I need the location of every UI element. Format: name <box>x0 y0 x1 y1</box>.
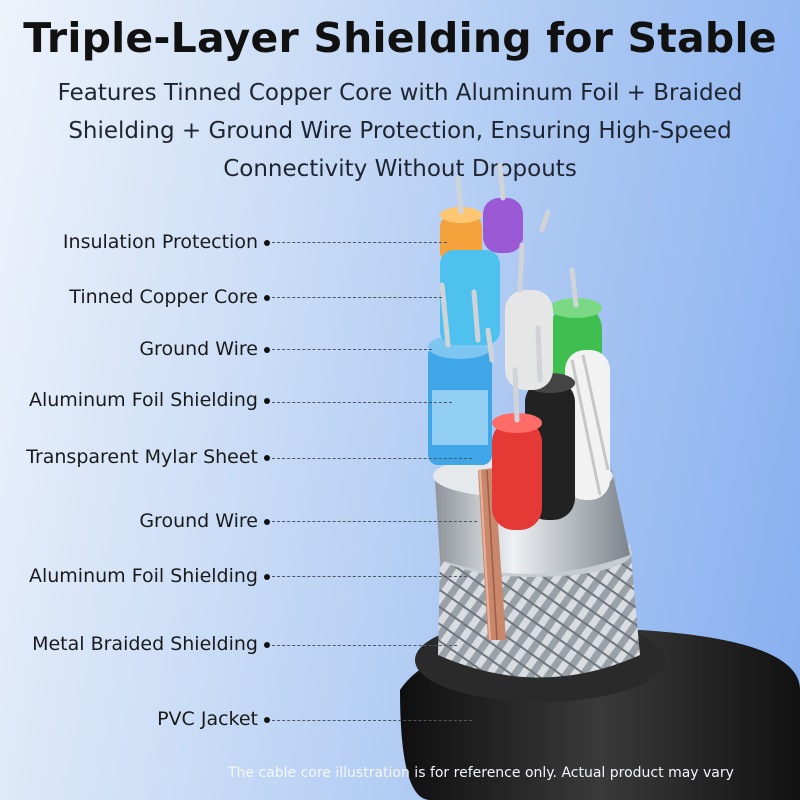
label-insulation-protection: Insulation Protection <box>0 231 270 253</box>
label-dot <box>264 641 270 648</box>
leader-pvc-jacket <box>272 720 472 721</box>
leader-insulation-protection <box>272 242 447 243</box>
page-title: Triple-Layer Shielding for Stable <box>23 14 777 62</box>
tinned-copper-cores <box>439 162 579 423</box>
wire-purple <box>483 198 523 253</box>
label-dot <box>264 397 270 404</box>
label-dot <box>264 294 270 301</box>
leader-transparent-mylar-sheet <box>272 458 472 459</box>
label-metal-braided-shielding: Metal Braided Shielding <box>0 633 270 655</box>
label-tinned-copper-core: Tinned Copper Core <box>0 286 270 308</box>
label-transparent-mylar-sheet: Transparent Mylar Sheet <box>0 446 270 468</box>
label-dot <box>264 346 270 353</box>
label-ground-wire-2: Ground Wire <box>0 510 270 532</box>
leader-aluminum-foil-shielding-2 <box>272 576 467 577</box>
leader-tinned-copper-core <box>272 297 442 298</box>
label-dot <box>264 454 270 461</box>
disclaimer-text: The cable core illustration is for refer… <box>228 765 734 781</box>
wire-blue-foil <box>428 335 492 465</box>
label-dot <box>264 573 270 580</box>
wire-white-1 <box>565 350 610 500</box>
wire-light-blue <box>440 250 500 345</box>
label-aluminum-foil-shielding-2: Aluminum Foil Shielding <box>0 565 270 587</box>
label-aluminum-foil-shielding-1: Aluminum Foil Shielding <box>0 389 270 411</box>
label-pvc-jacket: PVC Jacket <box>0 708 270 730</box>
leader-ground-wire-1 <box>272 349 432 350</box>
label-dot <box>264 518 270 525</box>
label-dot <box>264 716 270 723</box>
leader-ground-wire-2 <box>272 521 477 522</box>
copper-ground-wire <box>478 468 506 641</box>
leader-aluminum-foil-shielding-1 <box>272 402 452 403</box>
page-subtitle: Features Tinned Copper Core with Aluminu… <box>57 80 743 182</box>
label-ground-wire-1: Ground Wire <box>0 338 270 360</box>
wire-white-2 <box>505 290 553 390</box>
leader-metal-braided-shielding <box>272 645 457 646</box>
wire-red <box>492 413 542 530</box>
label-dot <box>264 239 270 246</box>
